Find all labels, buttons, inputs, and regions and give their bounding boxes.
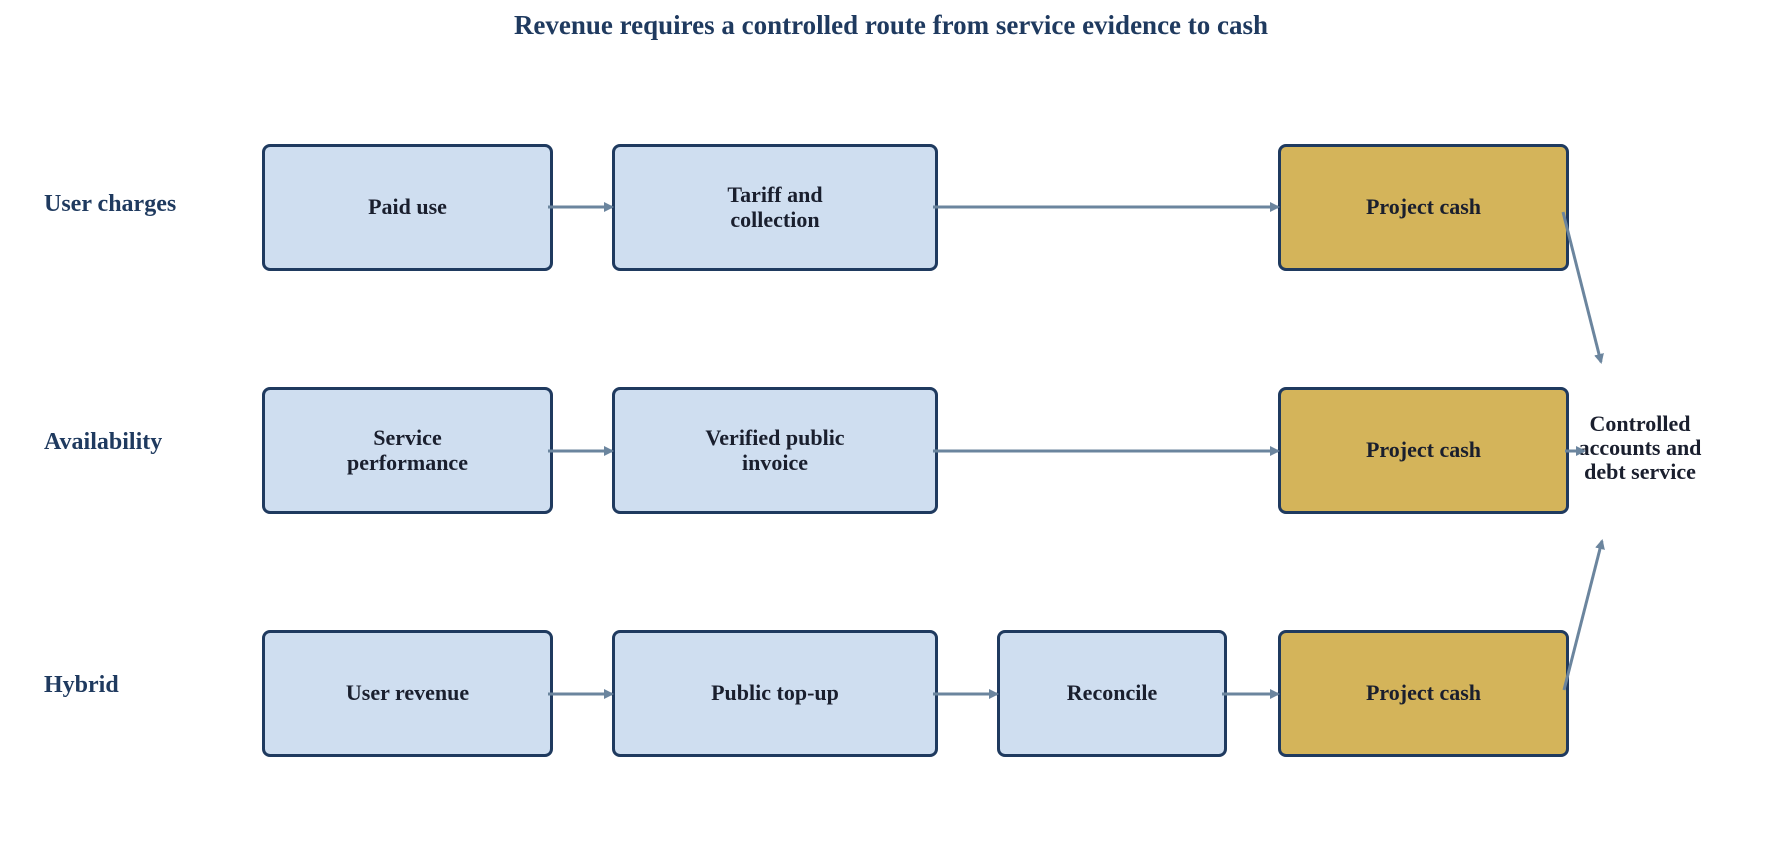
- node-label: Public top-up: [711, 680, 839, 706]
- node-project-cash-user-charges: Project cash: [1278, 144, 1569, 271]
- node-label: Paid use: [368, 194, 447, 220]
- node-user-revenue: User revenue: [262, 630, 553, 757]
- node-label: Project cash: [1365, 680, 1482, 706]
- row-label-user-charges: User charges: [44, 191, 177, 217]
- node-label: Project cash: [1365, 194, 1482, 220]
- node-service-performance: Service performance: [262, 387, 553, 514]
- node-label: Project cash: [1365, 437, 1482, 463]
- node-label: Reconcile: [1066, 680, 1158, 706]
- node-label: User revenue: [345, 680, 470, 706]
- node-paid-use: Paid use: [262, 144, 553, 271]
- diagram-title: Revenue requires a controlled route from…: [513, 10, 1269, 40]
- node-controlled-accounts: Controlled accounts and debt service: [1578, 411, 1702, 485]
- node-project-cash-availability: Project cash: [1278, 387, 1569, 514]
- arrow-cash1-to-sink: [1561, 211, 1604, 364]
- node-label: Service performance: [347, 425, 468, 475]
- arrow-cash3-to-sink: [1562, 539, 1605, 691]
- row-label-availability: Availability: [44, 429, 163, 455]
- node-label: Tariff and collection: [727, 182, 823, 232]
- node-verified-public-invoice: Verified public invoice: [612, 387, 938, 514]
- node-public-top-up: Public top-up: [612, 630, 938, 757]
- node-reconcile: Reconcile: [997, 630, 1227, 757]
- node-project-cash-hybrid: Project cash: [1278, 630, 1569, 757]
- row-label-hybrid: Hybrid: [44, 672, 119, 698]
- node-label: Verified public invoice: [705, 425, 845, 475]
